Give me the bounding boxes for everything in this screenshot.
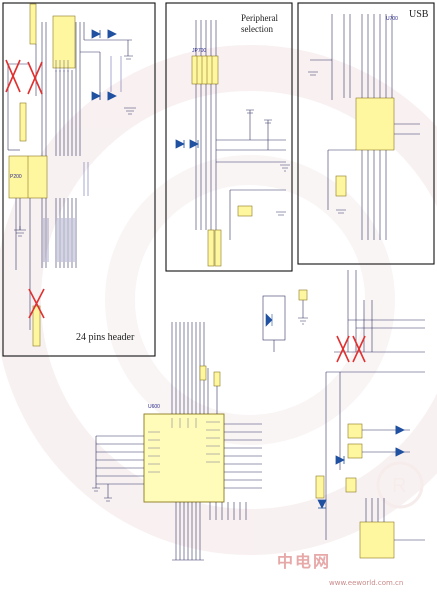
watermark-logo-text: 中电网 — [277, 552, 332, 571]
peripheral-panel-title: Peripheral selection — [241, 13, 301, 35]
usb-connector-diodes — [317, 425, 405, 509]
mcu-pins — [92, 322, 262, 561]
mcu-pin-labels — [148, 418, 220, 473]
usb-part-label: U700 — [386, 16, 398, 22]
peripheral-part-label: JP700 — [192, 48, 206, 54]
header-panel-frame — [2, 2, 156, 357]
header-panel-title: 24 pins header — [76, 332, 135, 343]
svg-text:R: R — [392, 475, 406, 497]
peripheral-panel-frame — [165, 2, 293, 272]
header-diodes — [91, 29, 117, 101]
mcu-part-label: U600 — [148, 404, 160, 410]
tvs-block — [262, 295, 286, 352]
watermark-url: www.eeworld.com.cn — [329, 579, 404, 587]
usb-red-x-marks — [336, 335, 366, 363]
usb-connector-block — [298, 270, 425, 559]
usb-block — [308, 14, 420, 240]
usb-panel-title: USB — [409, 9, 429, 20]
peripheral-diodes — [175, 139, 199, 149]
mcu-chip — [143, 413, 225, 503]
peripheral-title-line2: selection — [241, 24, 273, 34]
peripheral-title-line1: Peripheral — [241, 13, 278, 23]
usb-panel-frame — [297, 2, 435, 265]
header-net-labels — [43, 56, 122, 262]
watermark-logo: R — [0, 45, 437, 555]
header-part-label: P200 — [10, 174, 22, 180]
header-red-x-marks — [5, 59, 45, 319]
peripheral-block — [191, 20, 290, 267]
